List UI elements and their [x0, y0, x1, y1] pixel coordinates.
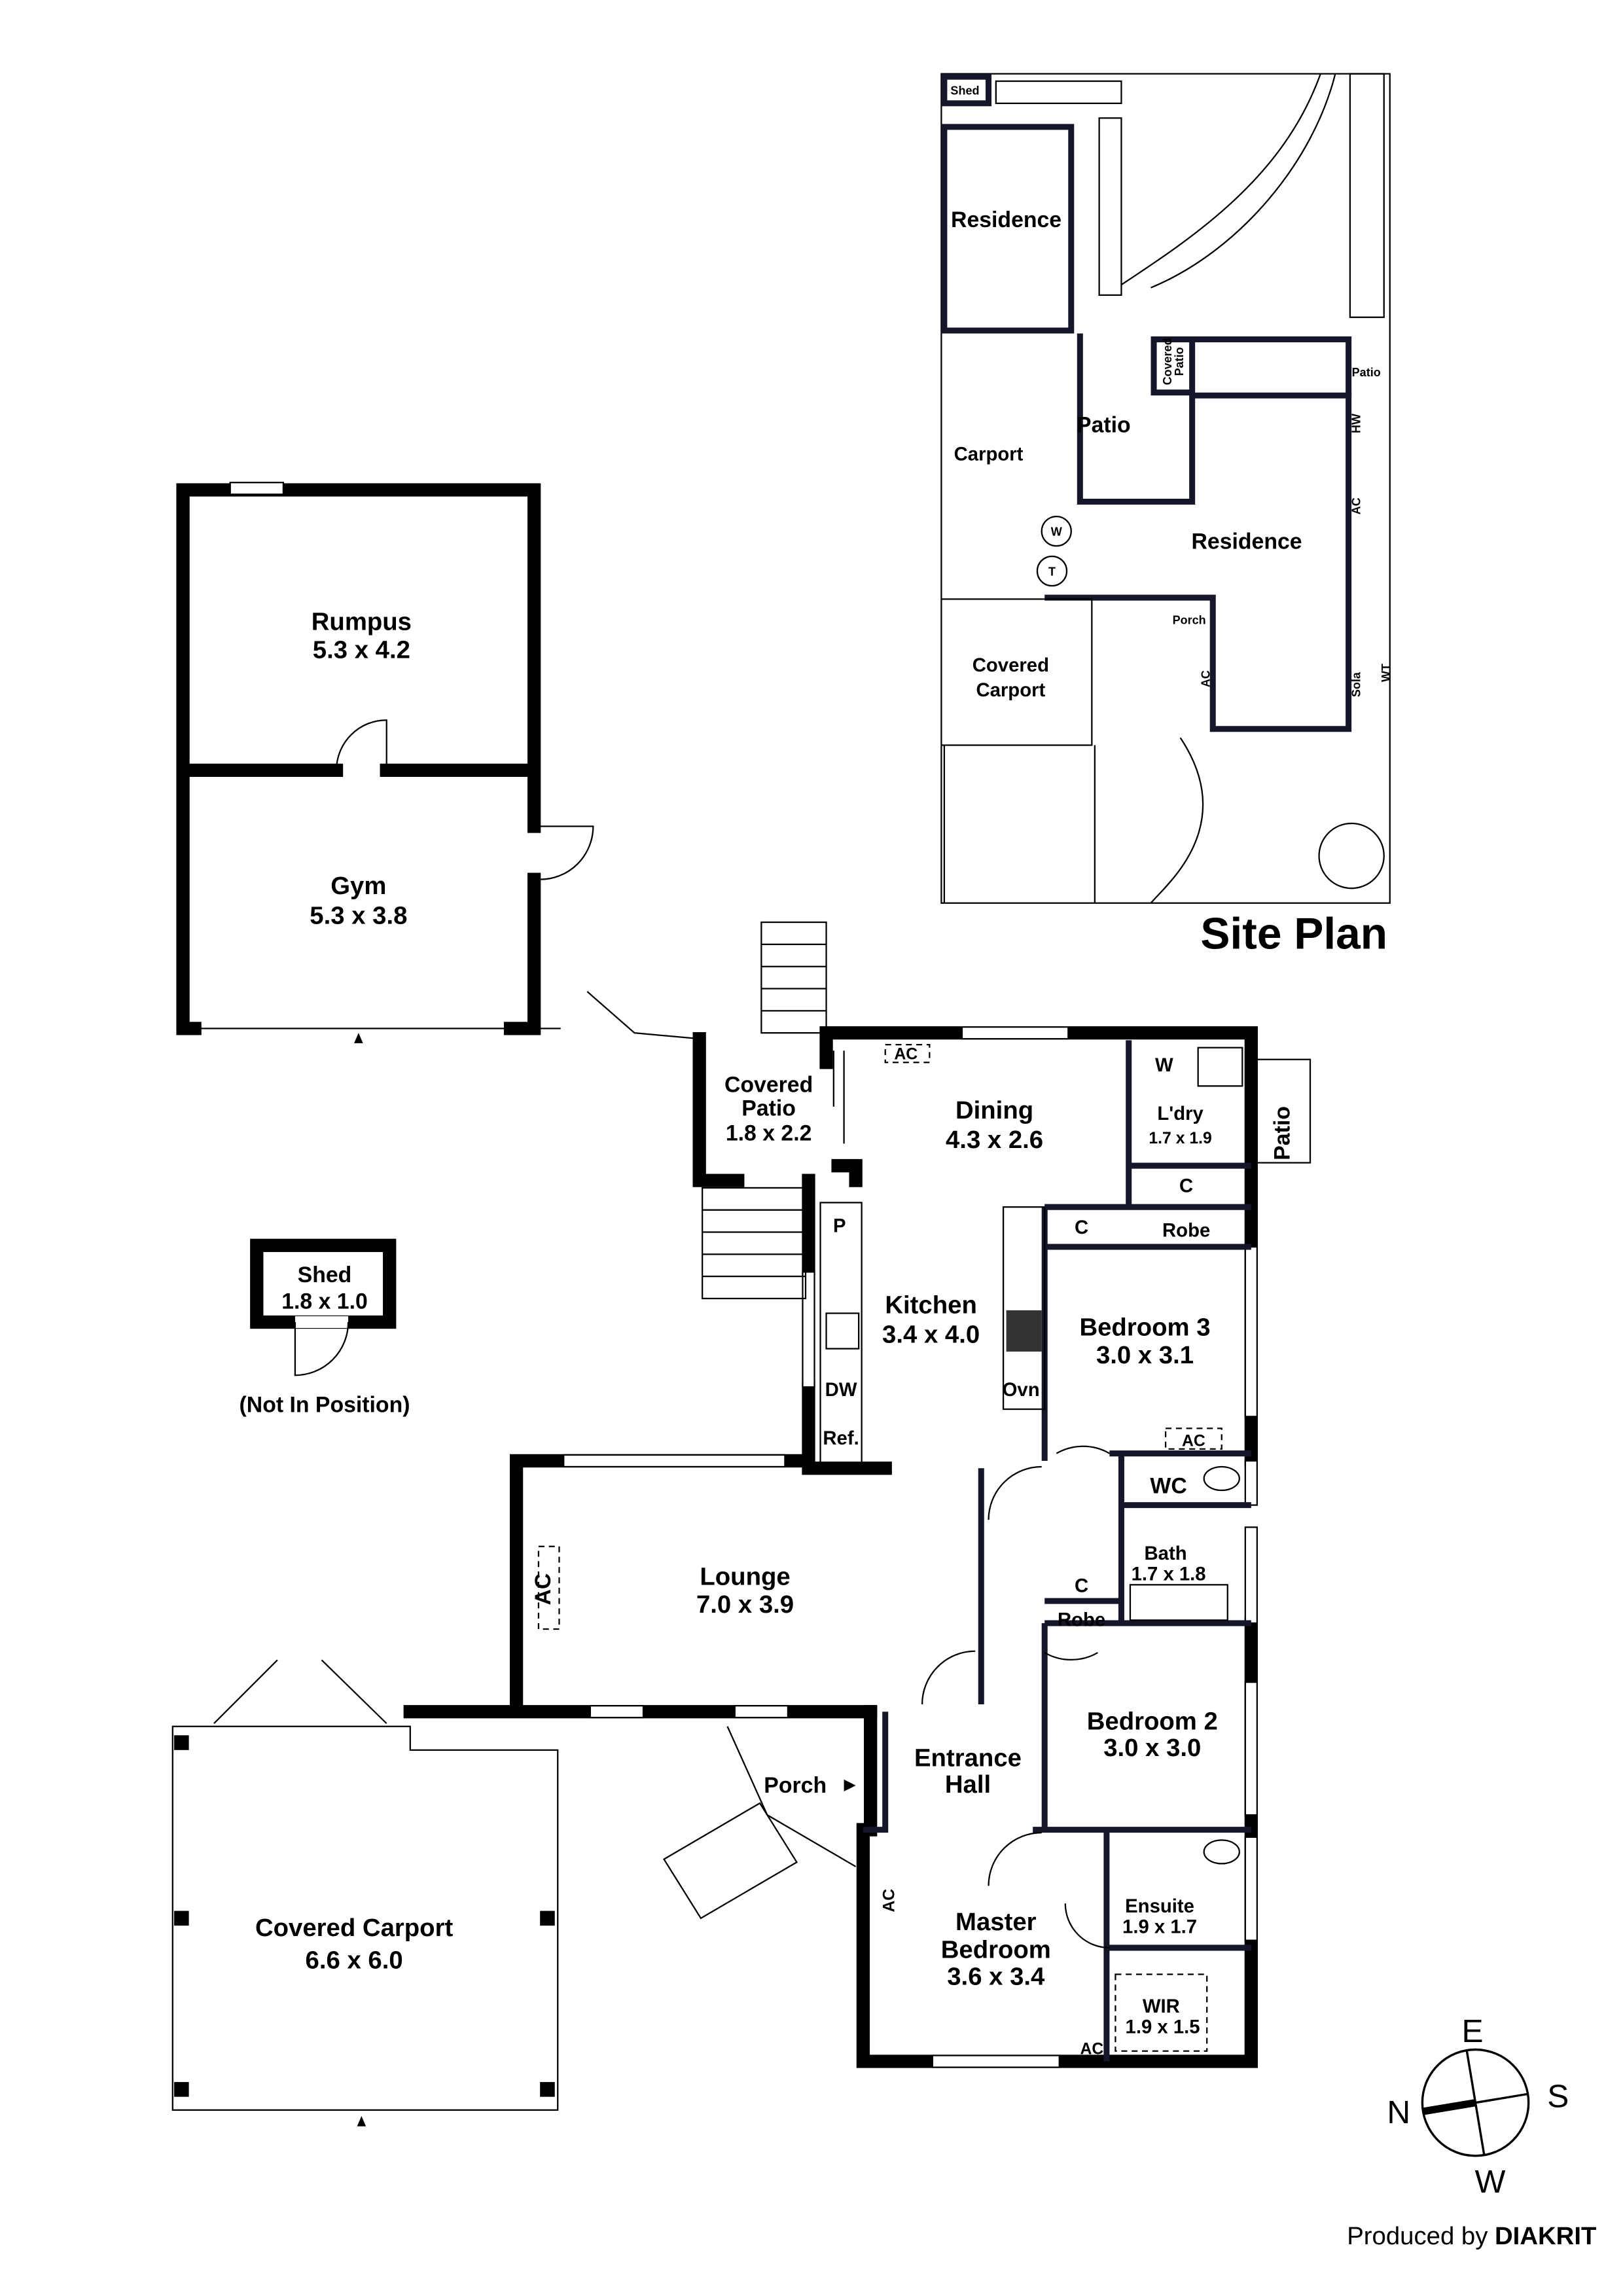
pantry-label: P	[833, 1215, 846, 1237]
compass-east: E	[1461, 2013, 1483, 2049]
room-label-gym: Gym	[330, 872, 386, 900]
credit-brand: DIAKRIT	[1495, 2222, 1596, 2250]
compass-north: N	[1387, 2094, 1410, 2130]
room-label-master-1: Master	[955, 1908, 1037, 1936]
room-dims-shed: 1.8 x 1.0	[281, 1289, 368, 1314]
room-label-bedroom3: Bedroom 3	[1079, 1313, 1210, 1341]
room-label-shed: Shed	[298, 1263, 352, 1287]
credit-prefix: Produced by	[1347, 2222, 1495, 2250]
room-dims-dining: 4.3 x 2.6	[946, 1126, 1043, 1154]
room-label-lounge: Lounge	[700, 1562, 790, 1590]
room-dims-gym: 5.3 x 3.8	[310, 901, 407, 929]
compass: E S W N	[1387, 2013, 1569, 2200]
room-label-bath: Bath	[1145, 1543, 1187, 1564]
ac-label-lounge: AC	[531, 1573, 556, 1605]
site-label-ac-porch: AC	[1200, 670, 1213, 687]
site-label-hw: HW	[1350, 414, 1363, 433]
room-label-covered-carport: Covered Carport	[255, 1914, 454, 1942]
washer-label: W	[1155, 1054, 1173, 1076]
room-label-entrance-1: Entrance	[914, 1744, 1022, 1772]
room-dims-bedroom2: 3.0 x 3.0	[1103, 1734, 1201, 1762]
site-label-ac: AC	[1350, 497, 1363, 514]
room-label-master-2: Bedroom	[941, 1936, 1051, 1964]
ac-label-master-2: AC	[1080, 2040, 1103, 2058]
site-plan: Shed Residence Carport Patio Covered Pat…	[940, 73, 1393, 959]
room-label-entrance-2: Hall	[945, 1770, 991, 1799]
outbuilding: Rumpus 5.3 x 4.2 Gym 5.3 x 3.8	[176, 482, 594, 1043]
site-label-patio: Patio	[1077, 413, 1131, 438]
room-label-dining: Dining	[955, 1096, 1033, 1124]
ac-label-bed3: AC	[1182, 1432, 1205, 1450]
main-house: Covered Patio 1.8 x 2.2 AC Dining 4.3 x …	[403, 921, 1311, 2068]
site-label-side-patio: Patio	[1352, 366, 1381, 379]
compass-south: S	[1547, 2077, 1569, 2114]
fridge-label: Ref.	[823, 1427, 859, 1449]
room-dims-rumpus: 5.3 x 4.2	[313, 636, 410, 664]
site-label-w: W	[1051, 525, 1062, 538]
site-label-porch: Porch	[1173, 614, 1206, 627]
dishwasher-label: DW	[825, 1379, 857, 1401]
covered-carport: Covered Carport 6.6 x 6.0	[171, 1659, 559, 2126]
site-label-covered-carport-1: Covered	[972, 655, 1049, 676]
site-label-covered-carport-2: Carport	[976, 679, 1045, 701]
site-label-covered-patio-2: Patio	[1173, 347, 1186, 376]
patio-label-side: Patio	[1270, 1106, 1294, 1160]
room-label-rumpus: Rumpus	[312, 608, 412, 636]
compass-west: W	[1475, 2163, 1506, 2200]
room-dims-laundry: 1.7 x 1.9	[1149, 1130, 1211, 1147]
site-label-covered-patio-1: Covered	[1161, 338, 1174, 385]
site-plan-title: Site Plan	[1200, 910, 1387, 959]
shed: Shed 1.8 x 1.0 (Not In Position)	[240, 1238, 410, 1418]
site-label-sola: Sola	[1350, 672, 1363, 697]
room-dims-bath: 1.7 x 1.8	[1132, 1564, 1206, 1585]
room-dims-covered-patio: 1.8 x 2.2	[726, 1121, 812, 1146]
robe-label-bed2: Robe	[1058, 1609, 1105, 1630]
site-label-wt: WT	[1380, 664, 1393, 682]
site-label-t: T	[1048, 565, 1056, 578]
room-dims-kitchen: 3.4 x 4.0	[882, 1321, 980, 1349]
cupboard-label-bed3: C	[1075, 1217, 1088, 1238]
site-label-residence-main: Residence	[1192, 529, 1302, 554]
room-label-bedroom2: Bedroom 2	[1087, 1707, 1218, 1735]
room-dims-wir: 1.9 x 1.5	[1126, 2017, 1200, 2038]
robe-label-bed3: Robe	[1162, 1219, 1210, 1241]
room-label-wir: WIR	[1143, 1996, 1180, 2017]
ac-label-dining: AC	[894, 1046, 918, 1064]
room-dims-bedroom3: 3.0 x 3.1	[1096, 1341, 1194, 1369]
room-label-wc: WC	[1150, 1474, 1186, 1499]
room-label-covered-patio-1: Covered	[724, 1072, 813, 1097]
room-dims-ensuite: 1.9 x 1.7	[1122, 1916, 1197, 1937]
room-label-covered-patio-2: Patio	[741, 1096, 796, 1121]
credit: Produced by DIAKRIT	[1347, 2222, 1596, 2250]
room-label-porch: Porch	[764, 1773, 827, 1798]
room-dims-lounge: 7.0 x 3.9	[696, 1590, 794, 1619]
shed-note: (Not In Position)	[240, 1393, 410, 1418]
room-dims-master: 3.6 x 3.4	[947, 1962, 1045, 1990]
site-label-carport: Carport	[954, 443, 1024, 465]
ac-label-master: AC	[880, 1889, 898, 1912]
cupboard-label-laundry: C	[1179, 1175, 1193, 1197]
cupboard-label-bed2: C	[1075, 1575, 1088, 1597]
site-label-residence-rear: Residence	[951, 207, 1061, 232]
oven-label: Ovn	[1003, 1379, 1040, 1401]
room-dims-covered-carport: 6.6 x 6.0	[306, 1946, 403, 1975]
room-label-ensuite: Ensuite	[1125, 1895, 1194, 1917]
site-label-shed: Shed	[950, 84, 979, 97]
room-label-kitchen: Kitchen	[885, 1291, 977, 1319]
room-label-laundry: L'dry	[1157, 1103, 1204, 1124]
